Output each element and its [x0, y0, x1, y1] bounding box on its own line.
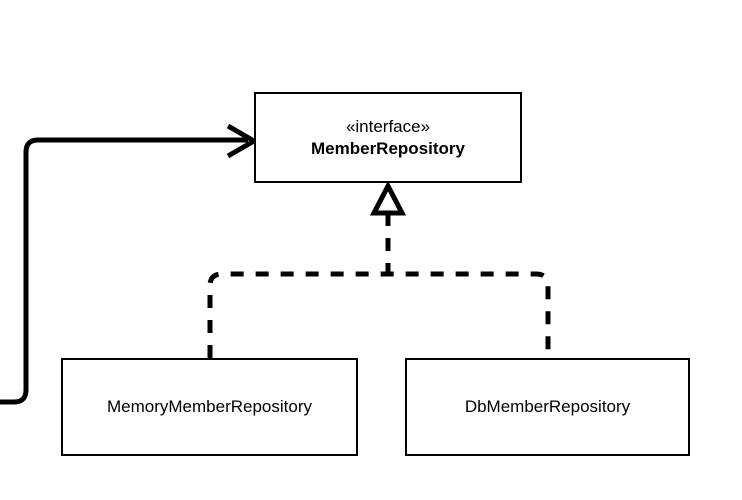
dependency-connector-line — [0, 137, 248, 405]
interface-name-label: MemberRepository — [311, 138, 465, 158]
class-name-label: DbMemberRepository — [464, 397, 631, 417]
realization-hollow-triangle-icon — [369, 180, 407, 216]
class-memory-member-repository[interactable]: MemoryMemberRepository — [61, 358, 358, 456]
class-name-label: MemoryMemberRepository — [107, 397, 312, 417]
class-db-member-repository[interactable]: DbMemberRepository — [405, 358, 690, 456]
interface-stereotype-label: «interface» — [345, 117, 431, 137]
realization-bus-dashed — [207, 271, 551, 358]
interface-member-repository[interactable]: «interface» MemberRepository — [254, 92, 522, 183]
